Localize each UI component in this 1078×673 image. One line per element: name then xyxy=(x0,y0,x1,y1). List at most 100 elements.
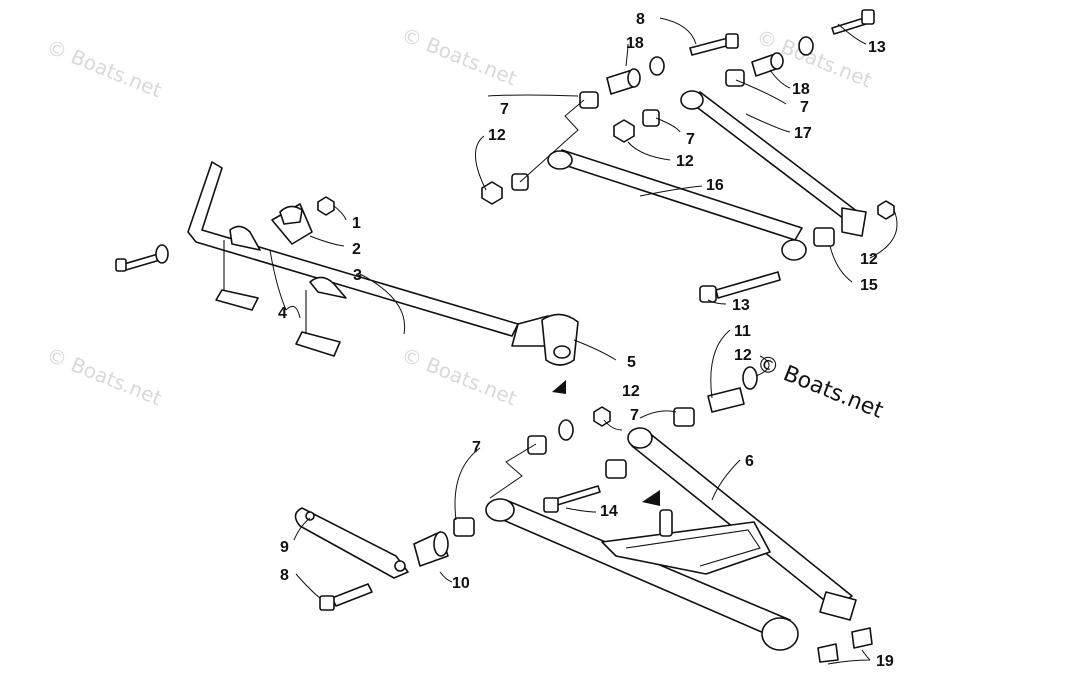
leader-17 xyxy=(745,113,791,133)
assembly-leader xyxy=(489,443,537,499)
leader-13-upper xyxy=(837,23,867,45)
callout-8-upper: 8 xyxy=(636,11,645,28)
sway-bar-assembly xyxy=(115,161,579,394)
link-eye xyxy=(553,345,571,359)
upper-arm-front-pivot xyxy=(547,150,573,170)
watermark: © Boats.net xyxy=(43,342,165,410)
leader-3 xyxy=(359,273,406,335)
bushing-19 xyxy=(817,643,839,663)
bolt-shank xyxy=(551,485,601,507)
arrow-marker xyxy=(552,380,566,394)
watermark: © Boats.net xyxy=(43,34,165,102)
callout-12-lower-right: 12 xyxy=(734,347,752,364)
watermark-overlay: © Boats.net xyxy=(753,350,887,424)
washer xyxy=(798,36,814,56)
callout-13-lower: 13 xyxy=(732,297,750,314)
leader-13-lower xyxy=(707,299,727,305)
link-hole xyxy=(394,560,406,572)
lock-nut xyxy=(593,406,611,427)
leader-7-lower-b xyxy=(639,410,677,419)
callout-16: 16 xyxy=(706,177,724,194)
upper-ball-joint-boss xyxy=(841,207,867,237)
bushing-4 xyxy=(309,276,347,299)
washer xyxy=(742,366,758,390)
bolt-shank xyxy=(331,583,373,607)
leader-2 xyxy=(309,235,345,247)
callout-7-upper-left: 7 xyxy=(500,101,509,118)
link-plate-9 xyxy=(294,507,409,579)
lower-arm-eye xyxy=(819,591,857,621)
leader-12-upper-c xyxy=(869,209,898,259)
lock-nut xyxy=(481,181,503,205)
callout-6: 6 xyxy=(745,453,754,470)
leader-18-upper-b xyxy=(769,69,791,89)
watermark: © Boats.net xyxy=(398,22,520,90)
sleeve-end xyxy=(627,68,641,88)
bolt-head xyxy=(725,33,739,49)
callout-10: 10 xyxy=(452,575,470,592)
callout-labels: 1 2 3 4 5 6 7 7 7 7 7 8 8 9 10 11 12 12 … xyxy=(278,11,894,670)
upper-a-arm-assembly xyxy=(481,9,895,303)
washer xyxy=(649,56,665,76)
lower-arm-rear-pivot xyxy=(627,427,653,449)
bolt-head xyxy=(543,497,559,513)
callout-12-upper-mid: 12 xyxy=(676,153,694,170)
leader-lines xyxy=(269,17,898,665)
leader-19 xyxy=(827,649,871,665)
callout-17: 17 xyxy=(794,125,812,142)
bushing-4 xyxy=(229,225,261,251)
bolt-11 xyxy=(707,387,745,413)
callout-18-upper-left: 18 xyxy=(626,35,644,52)
leader-14 xyxy=(565,507,597,513)
bushing-4 xyxy=(295,331,341,357)
leader-10 xyxy=(439,571,453,583)
callout-15: 15 xyxy=(860,277,878,294)
leader-7-upper-b xyxy=(735,79,787,105)
leader-9 xyxy=(293,517,311,541)
leader-5 xyxy=(573,339,617,361)
upper-arm-outer-eye xyxy=(781,239,807,261)
leader-8-lower xyxy=(295,573,321,599)
bolt-head xyxy=(319,595,335,611)
leader-11 xyxy=(710,329,731,399)
callout-14: 14 xyxy=(600,503,618,520)
washer xyxy=(558,419,574,441)
bushing xyxy=(579,91,599,109)
link-hole xyxy=(305,511,315,521)
bushing xyxy=(813,227,835,247)
sleeve-end xyxy=(770,52,784,70)
callout-4: 4 xyxy=(278,305,287,322)
bolt-shank xyxy=(831,17,867,35)
lock-nut xyxy=(613,119,635,143)
callout-7-upper-mid: 7 xyxy=(686,131,695,148)
bushing-19 xyxy=(851,627,873,649)
leader-16 xyxy=(639,185,703,197)
callout-12-upper-left: 12 xyxy=(488,127,506,144)
leader-4 xyxy=(269,249,301,319)
bushing xyxy=(453,517,475,537)
callout-2: 2 xyxy=(352,241,361,258)
leader-12-upper-b xyxy=(627,141,671,161)
bushing xyxy=(725,69,745,87)
shock-mount-plate xyxy=(601,521,771,575)
sleeve-end xyxy=(433,531,449,557)
callout-12-upper-right: 12 xyxy=(860,251,878,268)
assembly-leader xyxy=(519,99,585,183)
arrow-marker xyxy=(642,490,660,506)
leader-12-upper xyxy=(475,135,487,191)
callout-3: 3 xyxy=(353,267,362,284)
callout-5: 5 xyxy=(627,354,636,371)
leader-7-lower xyxy=(454,447,481,521)
callout-18-upper-right: 18 xyxy=(792,81,810,98)
plate-rib xyxy=(625,529,761,567)
bushing xyxy=(527,435,547,455)
bushing xyxy=(673,407,695,427)
leader-1 xyxy=(333,205,347,221)
bushing-4 xyxy=(215,289,259,311)
leader-6 xyxy=(711,459,741,501)
callout-13-upper: 13 xyxy=(868,39,886,56)
bolt-shank xyxy=(123,253,161,271)
lower-arm-front-pivot xyxy=(485,498,515,522)
callout-9: 9 xyxy=(280,539,289,556)
